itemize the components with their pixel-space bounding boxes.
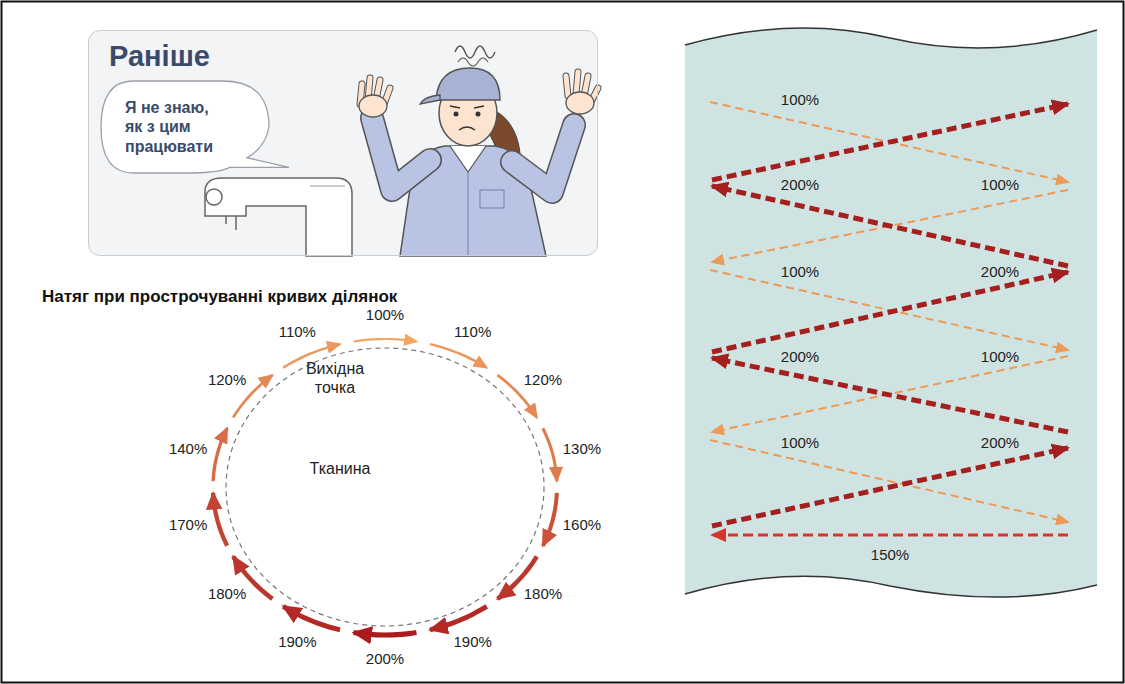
stitch-tension-value: 100% xyxy=(978,176,1022,193)
worker-figure-part xyxy=(480,190,504,208)
tension-value: 140% xyxy=(166,440,210,457)
tension-value: 190% xyxy=(275,633,319,650)
tension-arrow xyxy=(430,606,487,629)
bubble-shape xyxy=(101,81,289,173)
tension-value: 170% xyxy=(166,517,210,534)
circle-label: Вихідна точка xyxy=(295,359,375,397)
worker-figure-part xyxy=(512,125,574,192)
dashed-circle xyxy=(225,347,545,627)
thread-zigzag-part xyxy=(712,104,1068,180)
thread-zigzag-part xyxy=(710,440,1068,522)
sewing-machine-part xyxy=(225,216,227,224)
worker-figure-part xyxy=(420,95,440,104)
sewing-machine xyxy=(205,178,352,256)
worker-figure xyxy=(359,46,598,256)
thread-zigzag-part xyxy=(712,534,1068,537)
fabric-circle-outline xyxy=(226,348,544,626)
worker-figure-part xyxy=(372,118,430,190)
worker-figure-part xyxy=(467,172,468,256)
worker-figure-part xyxy=(436,68,500,100)
worker-figure-part xyxy=(454,112,459,117)
thread-zigzag-part xyxy=(712,272,1068,352)
tension-value: 180% xyxy=(521,586,565,603)
sewing-machine-part xyxy=(235,216,237,230)
tension-value: 100% xyxy=(363,306,407,323)
fabric-circle: Вихідна точкаТканина xyxy=(225,347,545,627)
tension-value: 180% xyxy=(205,586,249,603)
worker-figure-part xyxy=(459,127,475,130)
worker-figure-part xyxy=(372,118,430,190)
tension-arrow xyxy=(213,493,227,546)
panel-heading: Раніше xyxy=(109,39,210,74)
scene-panel: Я не знаю, як з цим працювати Раніше xyxy=(88,30,598,256)
stitch-tension-value: 200% xyxy=(978,263,1022,280)
worker-figure-part xyxy=(458,58,488,66)
thread-zigzag-part xyxy=(712,186,1068,266)
tension-value: 120% xyxy=(205,371,249,388)
stitch-tension-value: 200% xyxy=(778,176,822,193)
panel-ground-part xyxy=(88,30,598,256)
worker-figure-part xyxy=(455,46,495,58)
stitch-tension-value: 100% xyxy=(978,348,1022,365)
thread-zigzag-part xyxy=(712,358,1068,432)
stitch-tension-value: 200% xyxy=(978,434,1022,451)
worker-figure-part xyxy=(512,125,574,192)
speech-text: Я не знаю, як з цим працювати xyxy=(125,98,225,156)
thread-zigzag-part xyxy=(710,102,1068,182)
thread-zigzag-part xyxy=(712,448,1068,526)
fabric-strip-part xyxy=(685,576,1097,597)
stitch-tension-value: 100% xyxy=(778,434,822,451)
tension-arrow xyxy=(213,428,227,481)
worker-figure-part xyxy=(359,95,387,117)
stitch-tension-value: 200% xyxy=(778,348,822,365)
worker-figure-part xyxy=(566,92,594,114)
tension-arrow xyxy=(354,633,417,635)
tension-arrow xyxy=(543,493,557,546)
fabric-strip-part xyxy=(685,28,1097,48)
worker-figure-part xyxy=(450,146,486,172)
tension-value: 160% xyxy=(560,517,604,534)
sewing-machine-part xyxy=(206,189,222,205)
thread-zigzag xyxy=(710,102,1068,535)
speech-bubble: Я не знаю, як з цим працювати xyxy=(99,79,271,175)
tension-value: 130% xyxy=(560,440,604,457)
stitch-tension-value: 150% xyxy=(868,546,912,563)
tension-value: 190% xyxy=(450,633,494,650)
tension-value: 110% xyxy=(451,323,494,340)
fabric-strip-part xyxy=(685,28,1097,597)
tension-arrow xyxy=(354,339,417,341)
worker-figure-part xyxy=(476,112,481,117)
tension-value: 110% xyxy=(276,323,319,340)
stitch-tension-value: 100% xyxy=(778,91,822,108)
tension-arrow xyxy=(543,428,557,481)
sewing-machine-part xyxy=(310,186,345,187)
circle-label: Тканина xyxy=(295,459,385,478)
panel-ground xyxy=(88,30,598,256)
thread-zigzag-part xyxy=(712,356,1068,432)
thread-zigzag-part xyxy=(712,104,1068,526)
fabric-strip xyxy=(685,28,1097,597)
diagram-title: Натяг при прострочуванні кривих ділянок xyxy=(42,287,397,307)
tension-value: 120% xyxy=(521,371,565,388)
tension-value: 200% xyxy=(363,650,407,667)
worker-figure-part xyxy=(450,106,484,108)
sewing-machine-part xyxy=(205,178,352,256)
stitch-tension-value: 100% xyxy=(778,263,822,280)
